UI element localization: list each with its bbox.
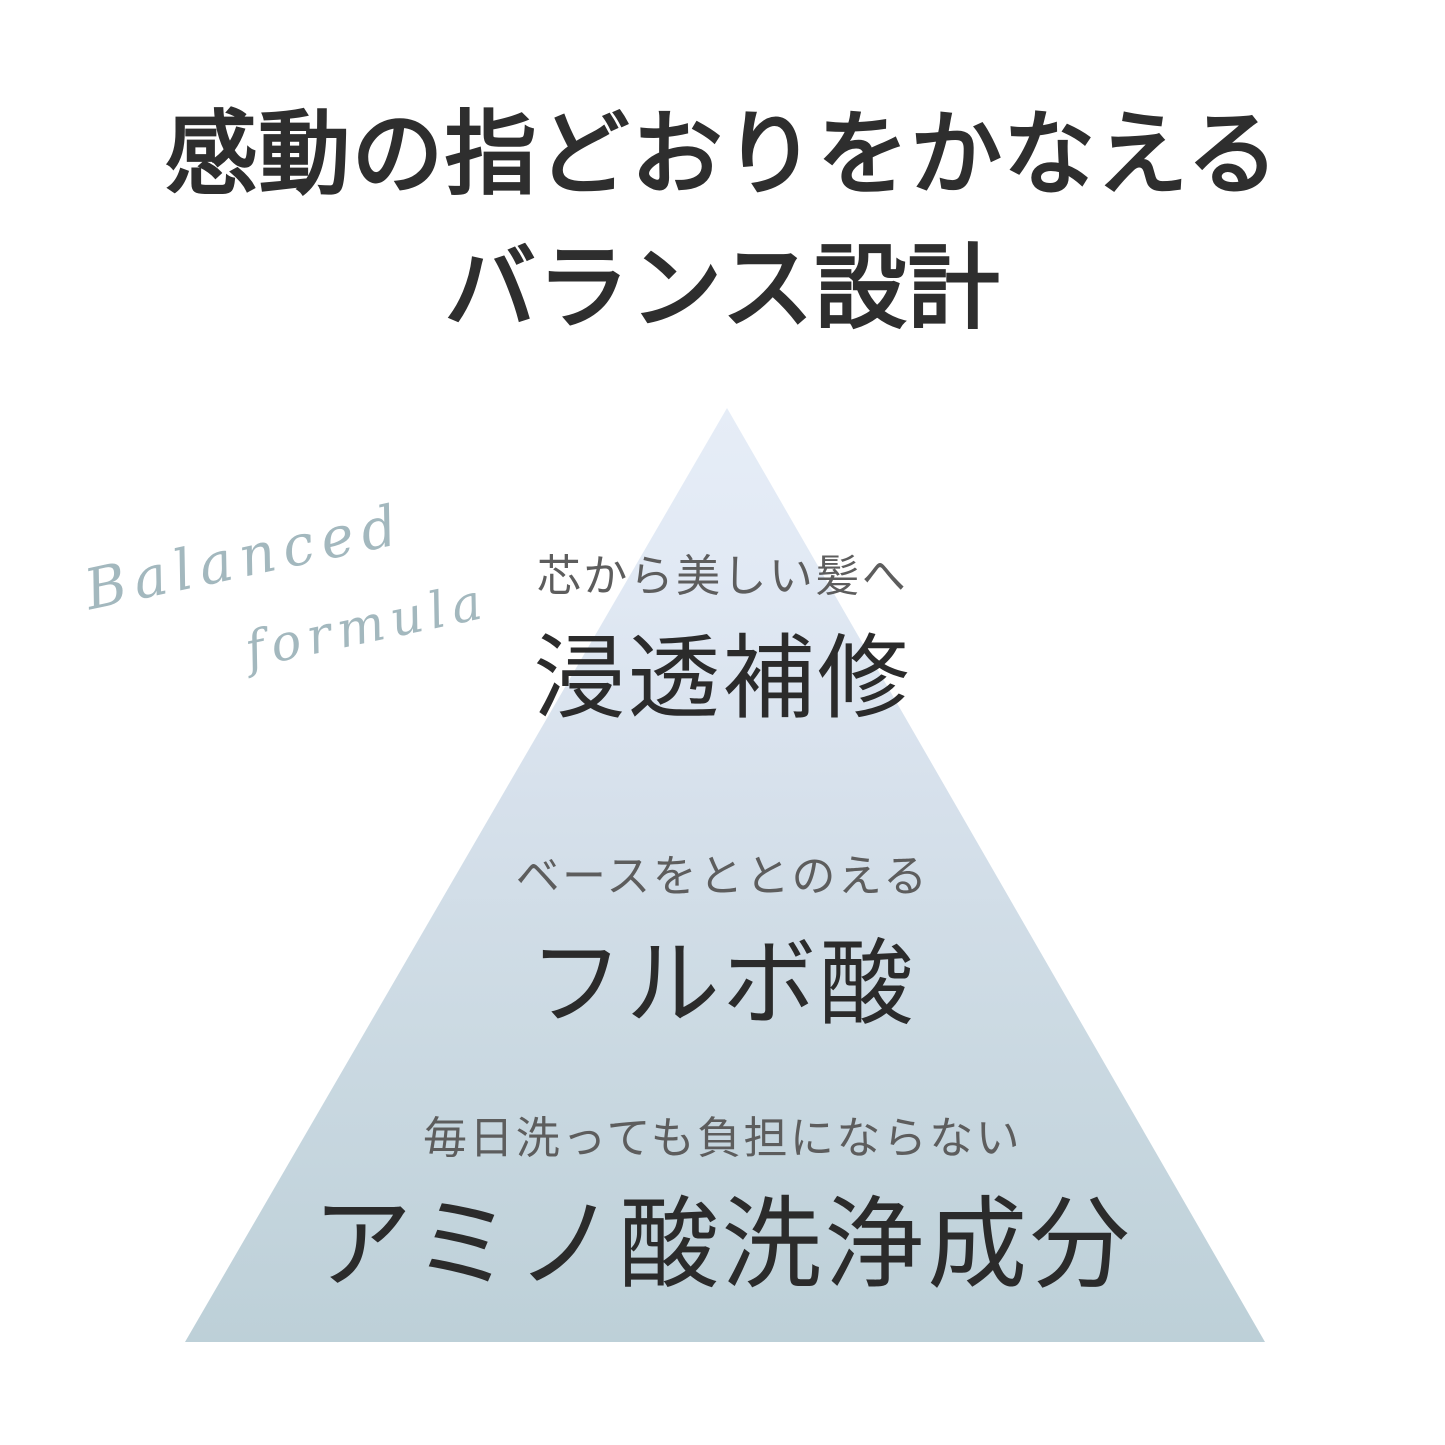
tier-middle-title: フルボ酸 xyxy=(529,931,916,1036)
tier-bottom-subtitle: 毎日洗っても負担にならない xyxy=(422,1114,1023,1163)
tier-middle-subtitle: ベースをととのえる xyxy=(515,852,930,901)
pyramid-tier-top: 芯から美しい髪へ 浸透補修 xyxy=(0,548,1445,738)
page-title: 感動の指どおりをかなえる バランス設計 xyxy=(0,88,1445,356)
tier-bottom-title: アミノ酸洗浄成分 xyxy=(312,1189,1133,1301)
tier-top-subtitle: 芯から美しい髪へ xyxy=(536,552,909,601)
page-title-line-2: バランス設計 xyxy=(444,238,1001,340)
page-title-line-1: 感動の指どおりをかなえる xyxy=(165,104,1280,206)
pyramid-tier-middle: ベースをととのえる フルボ酸 xyxy=(0,848,1445,1044)
pyramid-tier-bottom: 毎日洗っても負担にならない アミノ酸洗浄成分 xyxy=(0,1110,1445,1308)
tier-top-title: 浸透補修 xyxy=(533,628,912,730)
